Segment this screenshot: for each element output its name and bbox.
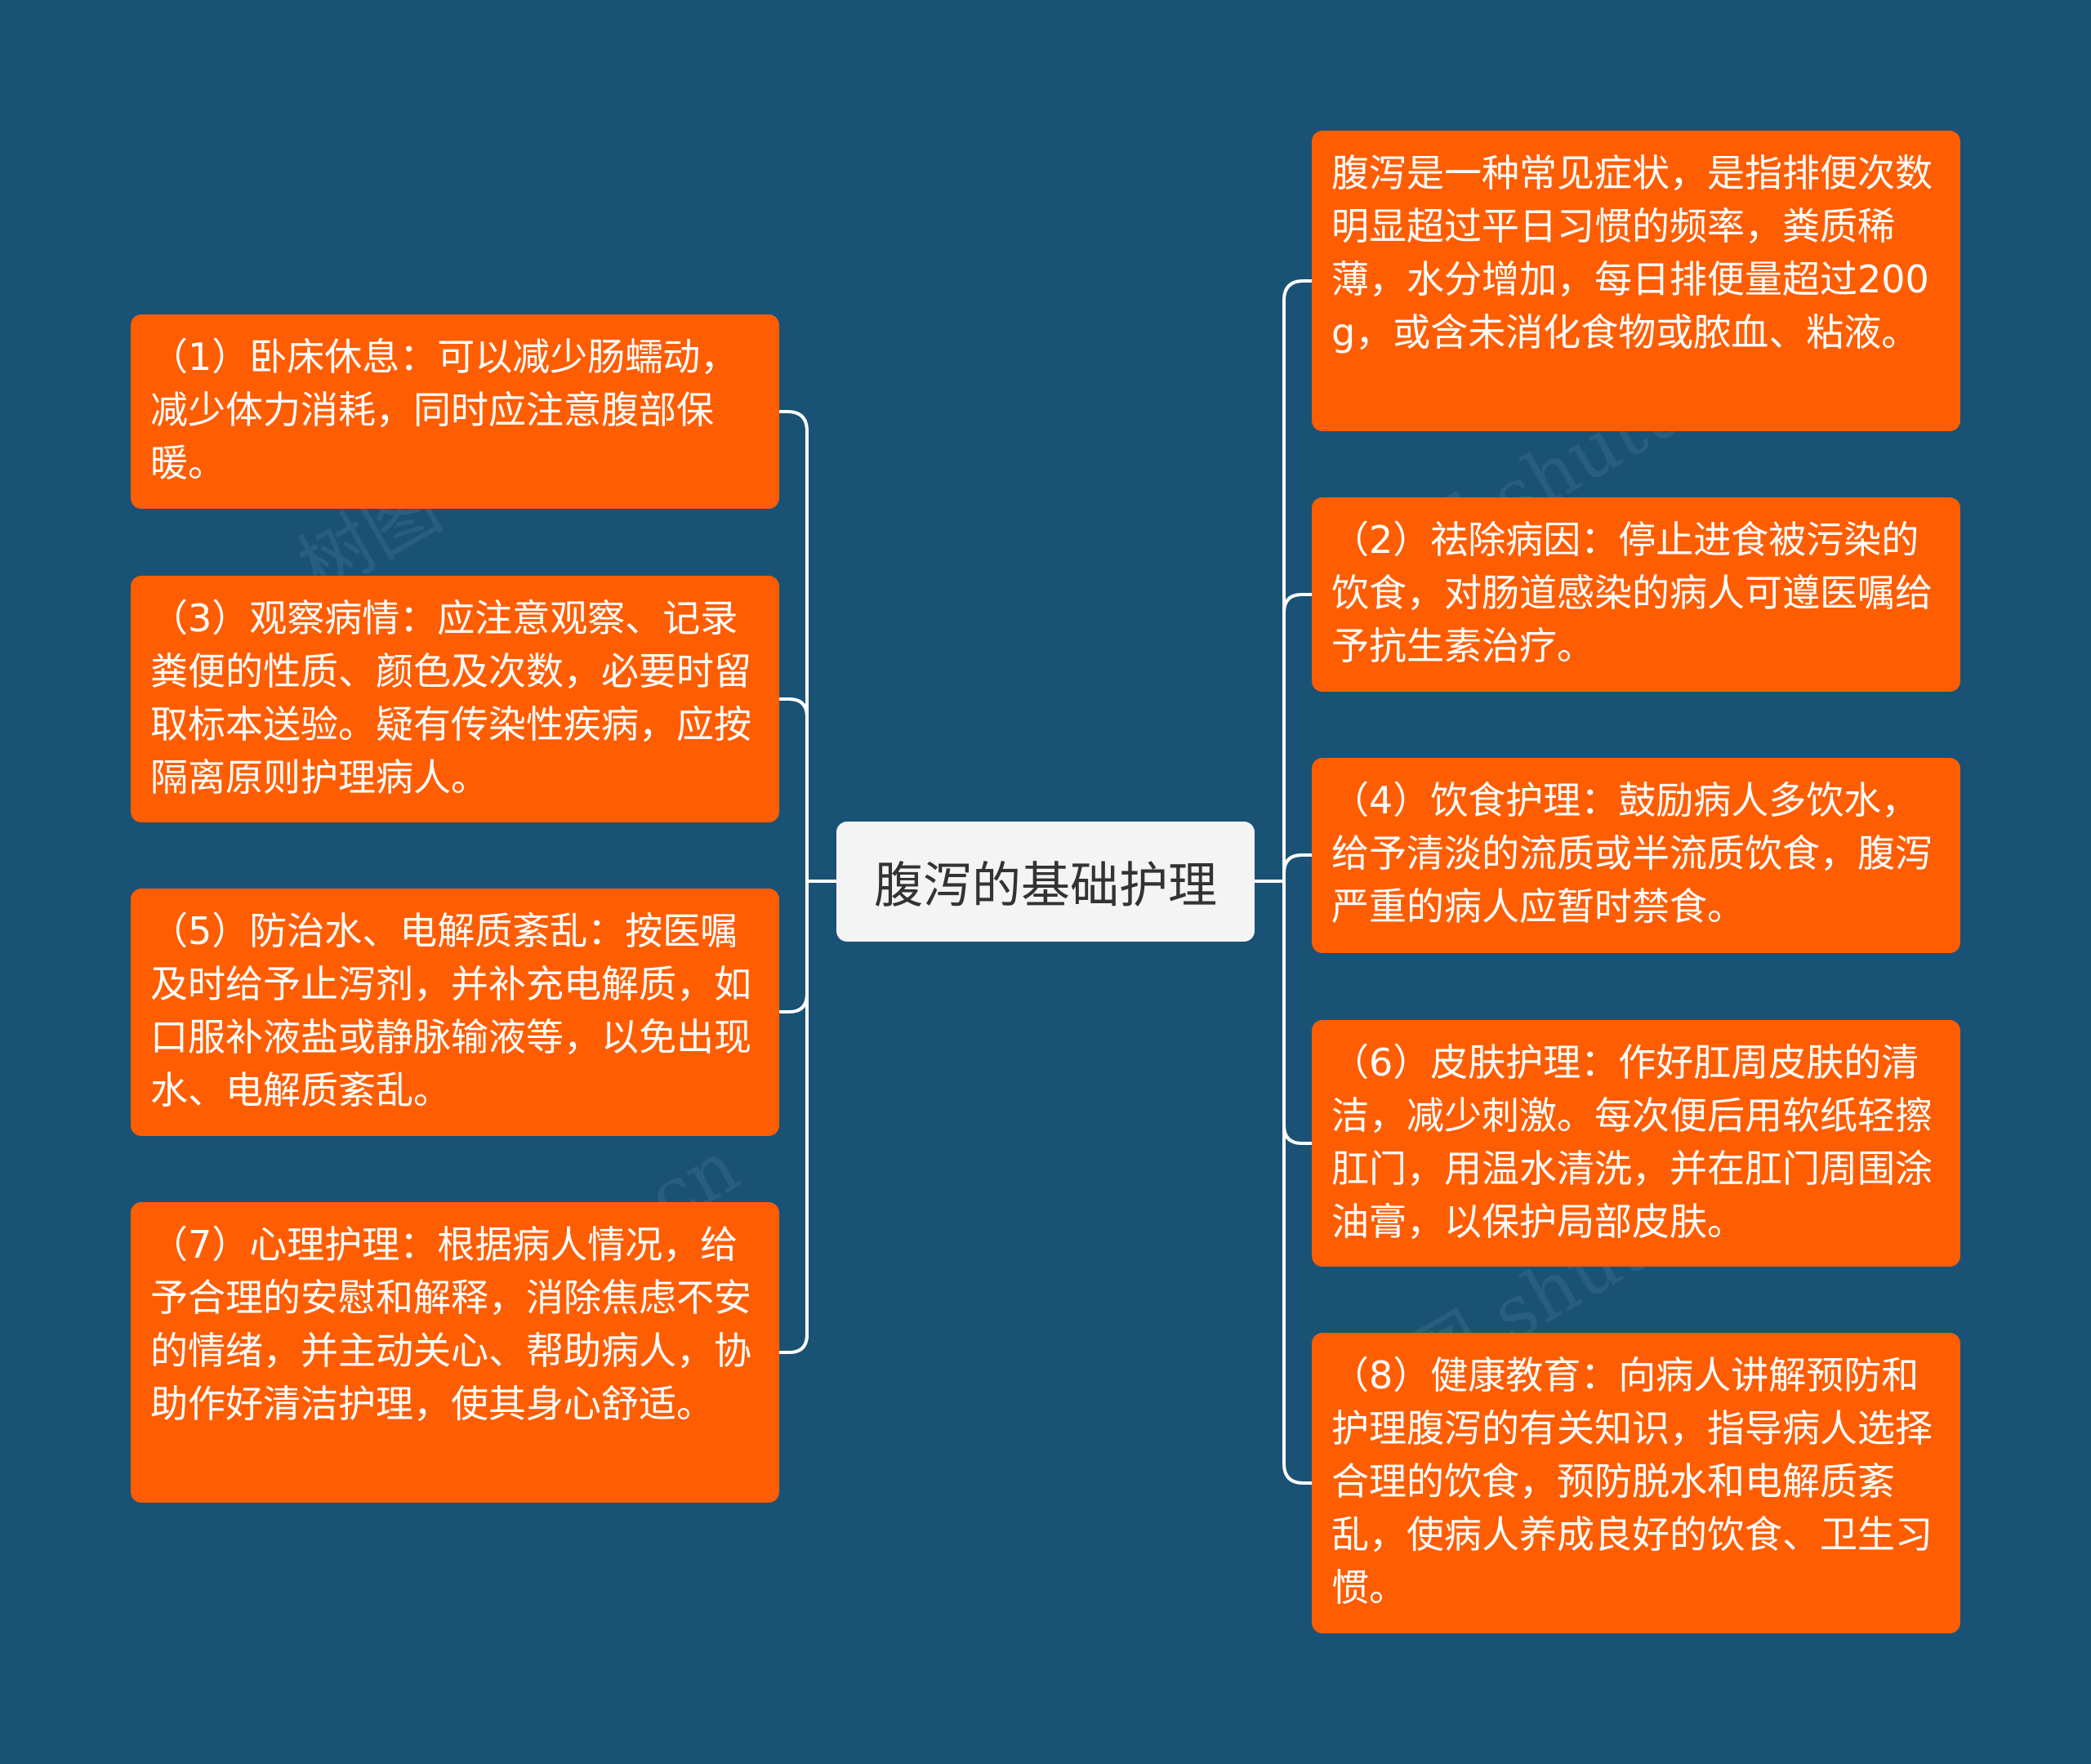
connector-left-4 xyxy=(778,1333,809,1354)
connector-right-4 xyxy=(1282,1124,1313,1145)
topic-node-skin-care[interactable]: （6）皮肤护理：作好肛周皮肤的清洁，减少刺激。每次便后用软纸轻擦肛门，用温水清洗… xyxy=(1312,1020,1960,1267)
topic-node-psychological-care[interactable]: （7）心理护理：根据病人情况，给予合理的安慰和解释，消除焦虑不安的情绪，并主动关… xyxy=(131,1202,779,1503)
connector-left-3 xyxy=(778,992,809,1013)
topic-node-definition[interactable]: 腹泻是一种常见症状，是指排便次数明显超过平日习惯的频率，粪质稀薄，水分增加，每日… xyxy=(1312,131,1960,431)
connector-right-1 xyxy=(1282,279,1313,302)
connector-right-5 xyxy=(1282,1462,1313,1485)
topic-node-health-education[interactable]: （8）健康教育：向病人讲解预防和护理腹泻的有关知识，指导病人选择合理的饮食，预防… xyxy=(1312,1333,1960,1633)
topic-node-remove-cause[interactable]: （2）祛除病因：停止进食被污染的饮食，对肠道感染的病人可遵医嘱给予抗生素治疗。 xyxy=(1312,497,1960,692)
connector-left-2 xyxy=(778,697,809,719)
root-topic[interactable]: 腹泻的基础护理 xyxy=(836,822,1255,942)
connector-left-1 xyxy=(778,410,809,433)
topic-node-observe-condition[interactable]: （3）观察病情：应注意观察、记录粪便的性质、颜色及次数，必要时留取标本送验。疑有… xyxy=(131,576,779,822)
topic-node-diet-care[interactable]: （4）饮食护理：鼓励病人多饮水，给予清淡的流质或半流质饮食，腹泻严重的病人应暂时… xyxy=(1312,758,1960,953)
topic-node-electrolyte[interactable]: （5）防治水、电解质紊乱：按医嘱及时给予止泻剂，并补充电解质，如口服补液盐或静脉… xyxy=(131,889,779,1136)
connector-right-2 xyxy=(1282,593,1313,614)
connector-right-3 xyxy=(1282,853,1313,875)
topic-node-bed-rest[interactable]: （1）卧床休息：可以减少肠蠕动，减少体力消耗，同时应注意腹部保暖。 xyxy=(131,314,779,509)
